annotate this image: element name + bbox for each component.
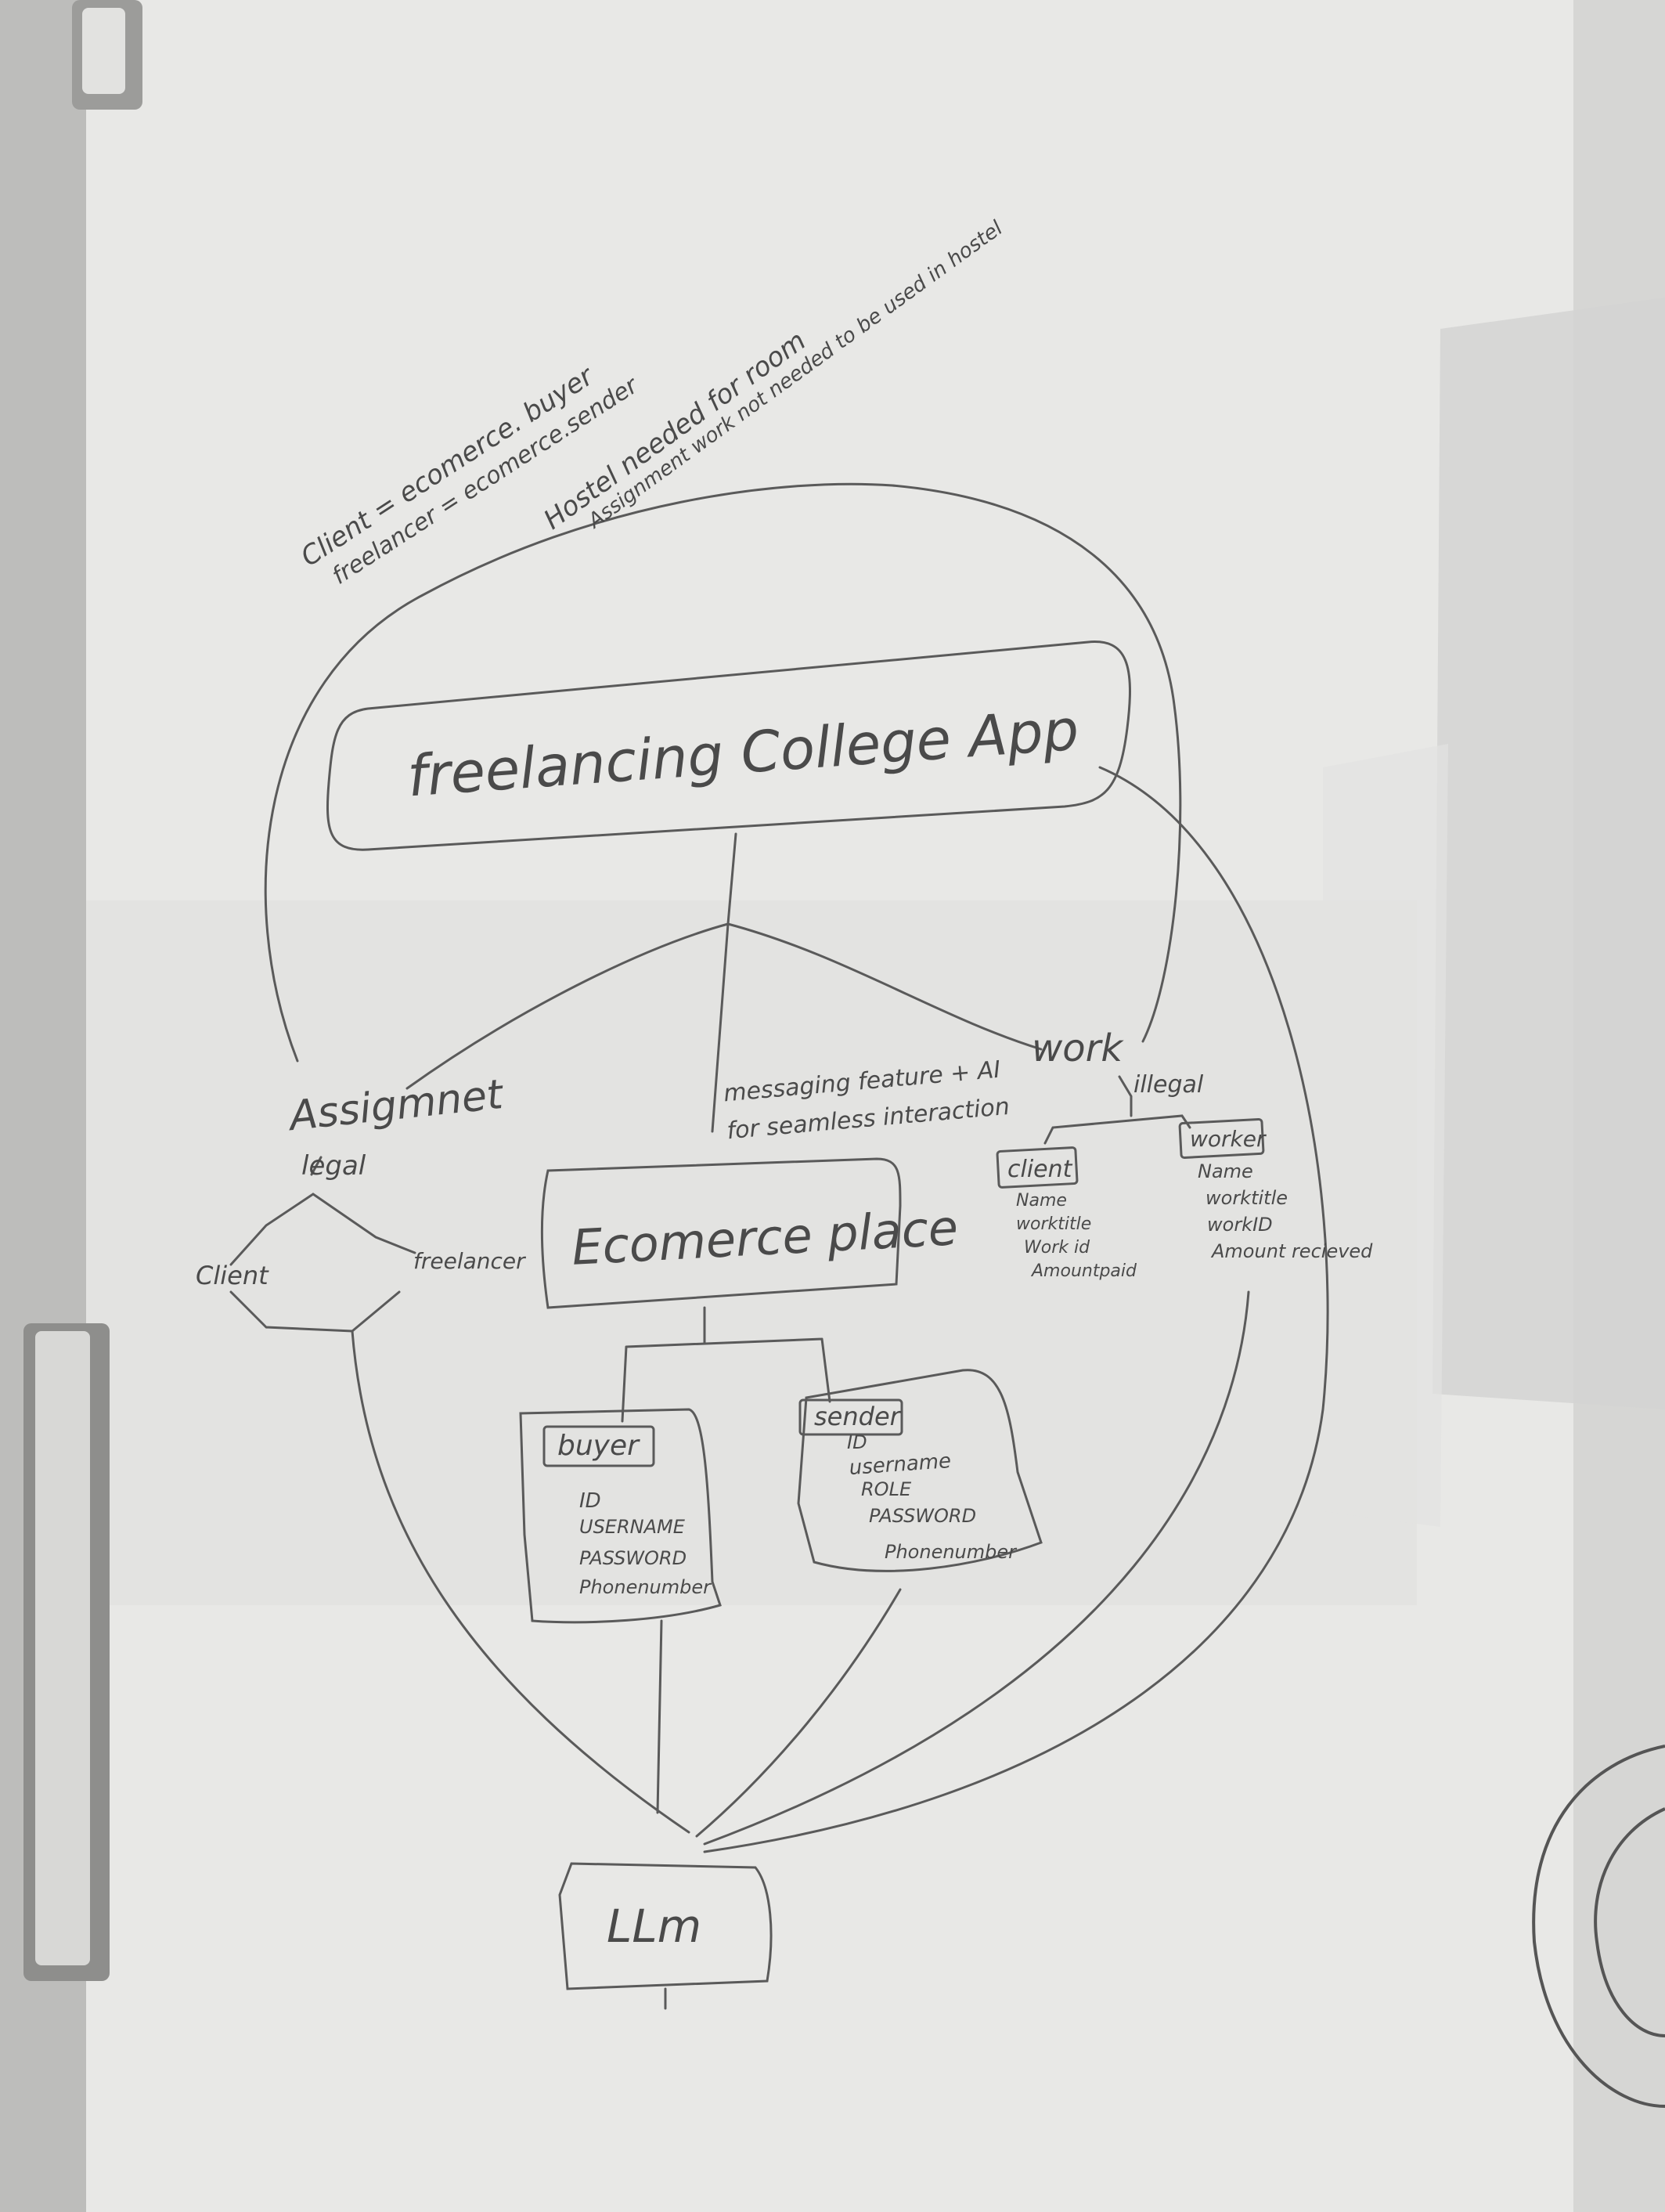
shadow-band [86,900,1417,1605]
client-field: worktitle [1016,1214,1091,1234]
client-field: Work id [1024,1238,1090,1258]
sender-field: ID [847,1431,867,1453]
link-sender-llm [695,1588,902,1838]
client-box-title: client [1007,1156,1073,1183]
llm-box [558,1862,773,1990]
title-box [326,641,1131,851]
plastic-sheet-edge [1323,744,1448,1527]
hinge-top-highlight [82,8,125,94]
worker-field: Name [1198,1160,1253,1182]
buyer-field: PASSWORD [579,1547,687,1569]
assignment-diamond [229,1193,416,1333]
work-branch [1043,1114,1191,1145]
worker-field: worktitle [1206,1187,1288,1209]
ecommerce-box [541,1157,902,1309]
client-fields: Name worktitle Work id Amountpaid [1016,1191,1137,1281]
work-illegal: illegal [1133,1071,1204,1099]
assignment-freelancer: freelancer [413,1248,526,1274]
sender-tag [798,1398,903,1436]
buyer-title: buyer [557,1430,640,1462]
worker-box-title: worker [1190,1126,1267,1152]
buyer-tag [542,1425,655,1467]
work-title: work [1032,1027,1124,1070]
buyer-field: Phonenumber [579,1576,712,1598]
link-outer-llm [703,766,1329,1853]
arm-left [405,922,730,1090]
plastic-sheet [1433,298,1665,1409]
assignment-client: Client [196,1261,269,1290]
hinge-bottom-highlight [35,1331,90,1965]
arm-right [726,922,1043,1051]
marker-roll-inner [1594,1807,1665,2037]
client-field: Name [1016,1191,1067,1211]
buyer-outline [519,1408,722,1624]
sender-field: PASSWORD [869,1505,976,1527]
work-divider [1118,1075,1133,1117]
buyer-fields: ID USERNAME PASSWORD Phonenumber [579,1489,712,1598]
outer-loop [264,482,1182,1063]
link-buyer-llm [656,1619,663,1814]
worker-field: Amount recieved [1210,1240,1373,1262]
sender-title: sender [814,1402,902,1431]
link-assignment-llm [351,1330,690,1834]
client-box [996,1146,1079,1189]
marker-roll-drawing [1532,1745,1665,2108]
ecom-split [621,1306,831,1423]
worker-box [1178,1117,1265,1159]
sender-field: ROLE [861,1478,912,1500]
client-field: Amountpaid [1030,1261,1137,1281]
sender-field: Phonenumber [885,1541,1018,1563]
sender-outline [797,1369,1043,1572]
llm-label: LLm [607,1900,701,1953]
assignment-tick [310,1156,323,1176]
buyer-field: USERNAME [579,1516,686,1538]
worker-fields: Name worktitle workID Amount recieved [1198,1160,1373,1262]
link-worker-llm [703,1290,1250,1846]
assignment-legal: legal [301,1150,366,1182]
buyer-field: ID [579,1489,601,1513]
worker-field: workID [1207,1214,1273,1236]
